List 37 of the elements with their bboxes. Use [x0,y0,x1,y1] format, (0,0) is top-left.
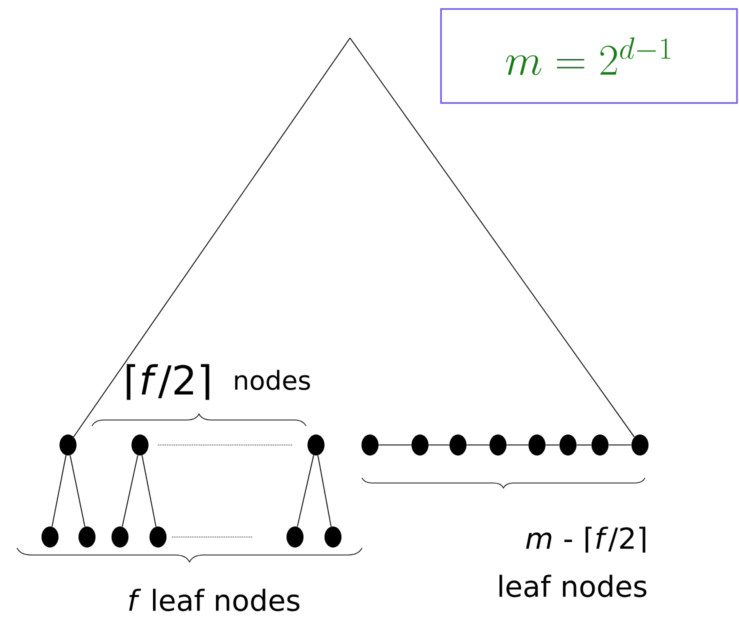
tree-node [308,434,324,456]
tree-node [450,434,466,456]
line [142,454,156,528]
line [350,38,635,438]
tree-node [112,526,128,548]
tree-node [362,434,378,456]
label: nodes [235,370,310,390]
tree-node [132,434,148,456]
tree-node [528,434,546,456]
line [466,444,490,446]
tree-node [286,526,304,548]
line [52,454,66,528]
tree-node [42,526,58,548]
tree-node [592,434,608,456]
line [576,444,592,446]
tree-node [560,434,576,456]
line [608,444,632,446]
tree-node [150,526,166,548]
label: f leaf nodes [129,588,300,612]
line [506,444,529,446]
line [70,454,86,528]
tree-node [632,434,648,456]
line [122,454,138,528]
line [317,454,332,527]
tree-node [60,434,76,456]
line [378,444,412,446]
line [73,38,350,438]
line [545,444,560,446]
tree-node [78,526,96,548]
line [428,444,450,446]
formula-box: $m = 2^{d - 1}$ [440,8,738,104]
label: m - ⌈f/2⌉ leaf nodes [500,526,646,598]
tree-node [490,434,506,456]
tree-node [412,434,428,456]
line [296,454,314,528]
tree-node [324,526,342,548]
label: ⌈f/2⌉ [126,364,210,400]
